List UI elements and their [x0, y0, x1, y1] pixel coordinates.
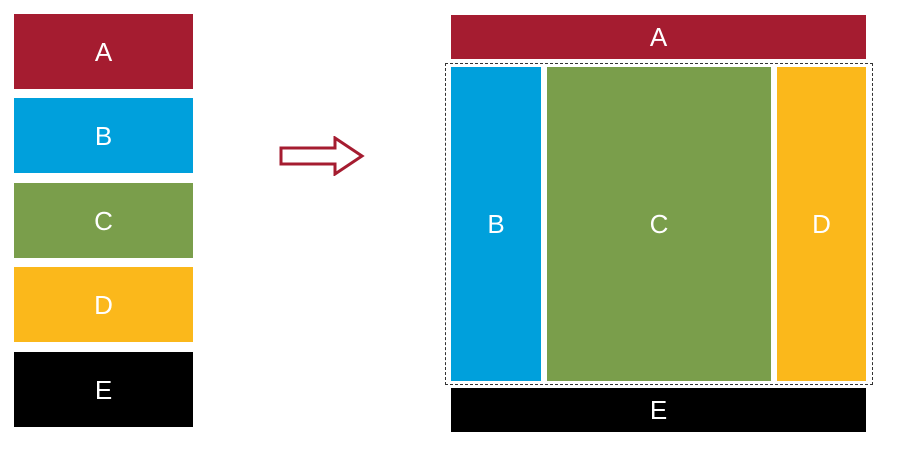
arrow-outline: [279, 136, 365, 176]
dashed-frame: [445, 63, 873, 385]
left-block-b: B: [14, 98, 193, 173]
left-block-b-label: B: [94, 120, 113, 151]
right-block-a-label: A: [649, 22, 668, 52]
right-block-b-label: B: [487, 209, 505, 239]
left-block-e: E: [14, 352, 193, 427]
right-block-e-footer: E: [451, 388, 866, 432]
right-arrow-icon: [279, 136, 365, 176]
left-block-a: A: [14, 14, 193, 89]
left-block-d-label: D: [94, 289, 113, 320]
right-block-c-center-column: C: [547, 67, 771, 381]
right-block-d-label: D: [812, 209, 831, 239]
right-block-c-label: C: [649, 209, 669, 239]
left-block-a-label: A: [94, 36, 113, 67]
right-block-b-left-column: B: [451, 67, 541, 381]
left-block-e-label: E: [94, 374, 113, 405]
left-block-c: C: [14, 183, 193, 258]
right-block-e-label: E: [649, 395, 668, 425]
right-block-d-right-column: D: [777, 67, 866, 381]
left-block-c-label: C: [94, 205, 113, 236]
left-block-d: D: [14, 267, 193, 342]
right-block-a-header: A: [451, 15, 866, 59]
